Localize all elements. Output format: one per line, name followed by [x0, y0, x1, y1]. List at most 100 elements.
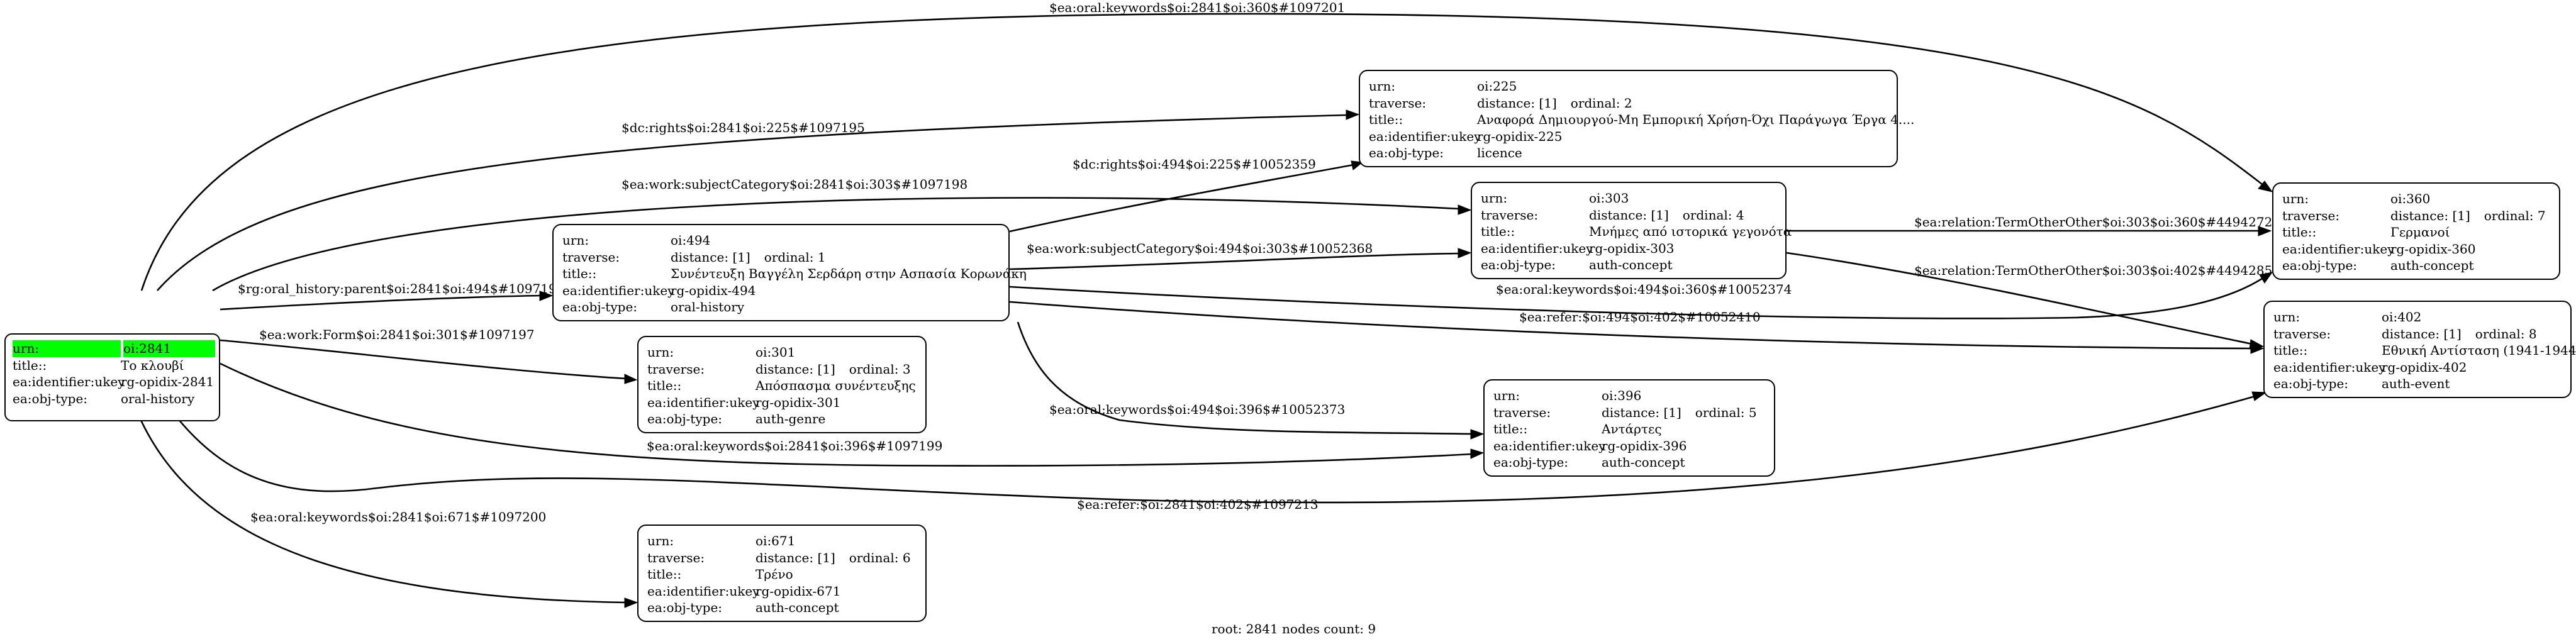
field-label: ea:obj-type: [562, 299, 638, 314]
node-225[interactable]: urn:oi:225 traverse:distance: [1]ordinal… [1359, 70, 1914, 167]
edge-2841-303: $ea:work:subjectCategory$oi:2841$oi:303$… [212, 177, 1472, 292]
field-value: oi:396 [1602, 388, 1642, 403]
edge-2841-301: $ea:work:Form$oi:2841$oi:301$#1097197 [220, 327, 638, 384]
field-label: urn: [2273, 309, 2300, 325]
edge-494-225: $dc:rights$oi:494$oi:225$#10052359 [1009, 157, 1364, 233]
node-urn-row: urn:oi:396 [1493, 387, 1774, 404]
field-value: rg-opidix-671 [756, 583, 841, 599]
field-label: traverse: [2273, 326, 2331, 341]
node-urn-row: urn: oi:402 [2273, 309, 2570, 326]
field-label: traverse: [647, 550, 705, 565]
field-label: urn: [2282, 191, 2309, 206]
field-label: title:: [562, 266, 597, 281]
edge-2841-494: $rg:oral_history:parent$oi:2841$oi:494$#… [220, 281, 564, 311]
node-title-row: title::Τρένο [647, 566, 925, 583]
field-label: urn: [562, 233, 589, 248]
node-type-row: ea:obj-type:auth-concept [1481, 257, 1785, 274]
node-360[interactable]: urn:oi:360 traverse:distance: [1]ordinal… [2272, 182, 2560, 280]
field-label: ea:identifier:ukey [1481, 240, 1593, 256]
node-type-row: ea:obj-type:auth-concept [1493, 454, 1774, 471]
edge-label: $ea:oral:keywords$oi:2841$oi:396$#109719… [647, 438, 942, 453]
node-traverse-row: traverse: distance: [1]ordinal: 1 [562, 249, 1008, 266]
graph-footer: root: 2841 nodes count: 9 [1212, 621, 1376, 636]
field-label: title:: [647, 567, 682, 582]
field-value: distance: [1]ordinal: 5 [1602, 404, 1757, 420]
edge-494-303: $ea:work:subjectCategory$oi:494$oi:303$#… [1009, 241, 1472, 270]
field-label: title:: [1493, 421, 1528, 436]
edge-494-360: $ea:oral:keywords$oi:494$oi:360$#1005237… [1009, 272, 2273, 319]
field-value: auth-genre [756, 411, 826, 426]
field-value: oral-history [121, 391, 195, 406]
field-value: rg-opidix-360 [2390, 241, 2476, 257]
node-type-row: ea:obj-type:auth-concept [647, 599, 925, 616]
node-494[interactable]: urn: oi:494 traverse: distance: [1]ordinal… [552, 224, 1027, 321]
node-396[interactable]: urn:oi:396 traverse:distance: [1]ordinal… [1483, 379, 1775, 477]
field-value: distance: [1]ordinal: 1 [671, 249, 826, 265]
node-urn-row: urn:oi:360 [2282, 191, 2559, 208]
node-303[interactable]: urn:oi:303 traverse:distance: [1]ordinal… [1471, 182, 1792, 279]
field-label: urn: [1369, 79, 1396, 94]
field-label: ea:identifier:ukey [1369, 128, 1481, 144]
edge-2841-360: $ea:oral:keywords$oi:2841$oi:360$#109720… [140, 0, 2273, 291]
field-value: distance: [1]ordinal: 6 [756, 550, 911, 565]
field-value: oi:402 [2382, 309, 2422, 325]
field-label: title:: [1369, 112, 1403, 127]
node-2841[interactable]: urn:oi:2841 title::Το κλουβί ea:identifi… [4, 333, 220, 421]
edge-label: $ea:oral:keywords$oi:2841$oi:671$#109720… [250, 509, 546, 525]
field-value: auth-concept [1602, 455, 1685, 470]
field-value: rg-opidix-2841 [121, 374, 215, 389]
node-301[interactable]: urn:oi:301 traverse:distance: [1]ordinal… [637, 336, 927, 433]
node-title-row: title::Το κλουβί [13, 357, 219, 374]
field-label: ea:identifier:ukey [13, 374, 125, 389]
edge-label: $ea:relation:TermOtherOther$oi:303$oi:36… [1914, 214, 2272, 230]
node-title-row: title::Αναφορά Δημιουργού-Μη Εμπορική Χρ… [1369, 111, 1914, 128]
field-label: ea:obj-type: [1369, 145, 1444, 160]
edge-label: $ea:oral:keywords$oi:494$oi:396$#1005237… [1049, 402, 1345, 417]
field-value: distance: [1]ordinal: 8 [2382, 326, 2537, 341]
field-value: auth-event [2382, 376, 2450, 391]
edge-303-402: $ea:relation:TermOtherOther$oi:303$oi:40… [1786, 252, 2272, 350]
field-value: Εθνική Αντίσταση (1941-1944) [2382, 343, 2576, 358]
node-urn-row: urn:oi:2841 [13, 340, 219, 357]
edge-494-396: $ea:oral:keywords$oi:494$oi:396$#1005237… [1017, 321, 1485, 440]
field-value: oi:671 [756, 533, 796, 548]
edge-2841-225: $dc:rights$oi:2841$oi:225$#1097195 [157, 109, 1360, 291]
node-402[interactable]: urn: oi:402 traverse: distance: [1]ordinal… [2263, 301, 2576, 398]
field-label: ea:identifier:ukey [2282, 241, 2395, 257]
field-value: rg-opidix-303 [1589, 240, 1675, 256]
field-label: title:: [1481, 224, 1515, 239]
field-label: ea:identifier:ukey [562, 282, 675, 298]
field-value: rg-opidix-402 [2382, 359, 2467, 375]
edge-label: $ea:refer:$oi:2841$oi:402$#1097213 [1077, 497, 1319, 512]
field-value: distance: [1]ordinal: 3 [756, 361, 911, 377]
field-label: title:: [647, 378, 682, 393]
edge-label: $ea:oral:keywords$oi:494$oi:360$#1005237… [1496, 282, 1792, 297]
field-label: traverse: [562, 249, 620, 265]
node-traverse-row: traverse:distance: [1]ordinal: 2 [1369, 95, 1897, 112]
node-671[interactable]: urn:oi:671 traverse:distance: [1]ordinal… [637, 525, 927, 622]
field-label: ea:obj-type: [2282, 258, 2358, 273]
field-value: auth-concept [2390, 258, 2474, 273]
node-urn-row: urn: oi:494 [562, 232, 1008, 249]
node-traverse-row: traverse:distance: [1]ordinal: 3 [647, 361, 925, 378]
edge-2841-402: $ea:refer:$oi:2841$oi:402$#1097213 [143, 370, 2267, 512]
field-value: oi:2841 [123, 340, 215, 357]
node-title-row: title::Απόσπασμα συνέντευξης [647, 377, 925, 394]
field-label: traverse: [1481, 207, 1539, 223]
field-value: oi:494 [671, 233, 711, 248]
field-value: rg-opidix-494 [671, 282, 756, 298]
field-value: Το κλουβί [121, 357, 184, 373]
field-value: distance: [1]ordinal: 2 [1477, 95, 1632, 111]
field-value: oral-history [671, 299, 745, 314]
edge-label: $ea:relation:TermOtherOther$oi:303$oi:40… [1914, 263, 2272, 278]
field-value: Μνήμες από ιστορικά γεγονότα [1589, 224, 1792, 239]
node-traverse-row: traverse: distance: [1]ordinal: 6 [647, 550, 925, 567]
field-label: ea:identifier:ukey [647, 583, 760, 599]
node-title-row: title::Αντάρτες [1493, 421, 1774, 438]
